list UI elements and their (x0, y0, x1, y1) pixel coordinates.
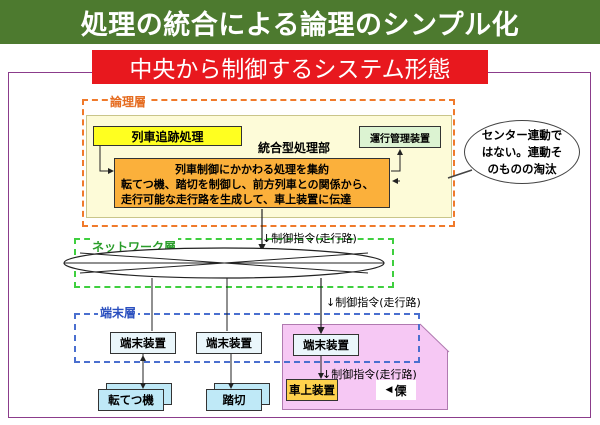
unified-processing-label: 統合型処理部 (258, 141, 331, 155)
speaker-label: 傈 (394, 383, 407, 398)
level-crossing: 踏切 (206, 389, 262, 411)
operation-management-box: 運行管理装置 (359, 126, 441, 148)
terminal-device-3: 端末装置 (293, 334, 359, 356)
terminal-layer-label: 端末層 (98, 304, 139, 321)
pink-corner-edge (419, 323, 450, 353)
onboard-device: 車上装置 (286, 379, 338, 401)
logic-layer-box (82, 99, 455, 227)
speaker-indicator: ◀ 傈 (376, 380, 416, 400)
train-control-core-box: 列車制御にかかわる処理を集約 転てつ機、踏切を制御し、前方列車との関係から、 走… (114, 158, 390, 208)
core-line-3: 走行可能な走行路を生成して、車上装置に伝達 (121, 193, 352, 206)
callout-line-2: はない。連動そ (481, 144, 563, 159)
train-tracking-box: 列車追跡処理 (93, 126, 242, 146)
control-command-1: ↓制御指令(走行路) (262, 232, 357, 245)
control-command-2: ↓制御指令(走行路) (326, 296, 421, 309)
callout-bubble: センター連動で はない。連動そ のものの淘汰 (464, 120, 580, 184)
network-line-d2 (79, 252, 369, 274)
tracking-to-core-arrow (99, 146, 114, 174)
terminal-device-1: 端末装置 (110, 332, 176, 354)
callout-line-3: のものの淘汰 (487, 161, 557, 176)
core-line-1: 列車制御にかかわる処理を集約 (175, 163, 329, 176)
logic-layer-label: 論理層 (108, 93, 149, 110)
core-to-operation-arrow (391, 149, 403, 172)
speaker-icon: ◀ (385, 385, 393, 395)
page-title: 処理の統合による論理のシンプル化 (0, 0, 600, 44)
callout-pointer (447, 169, 473, 179)
terminal-layer-box (74, 313, 420, 363)
control-command-3: ↓制御指令(走行路) (322, 368, 417, 381)
switch-machine: 転てつ機 (98, 389, 164, 411)
callout-line-1: センター連動で (481, 127, 563, 142)
page-subtitle: 中央から制御するシステム形態 (92, 50, 488, 84)
core-line-2: 転てつ機、踏切を制御し、前方列車との関係から、 (121, 178, 374, 191)
terminal-device-2: 端末装置 (196, 332, 262, 354)
